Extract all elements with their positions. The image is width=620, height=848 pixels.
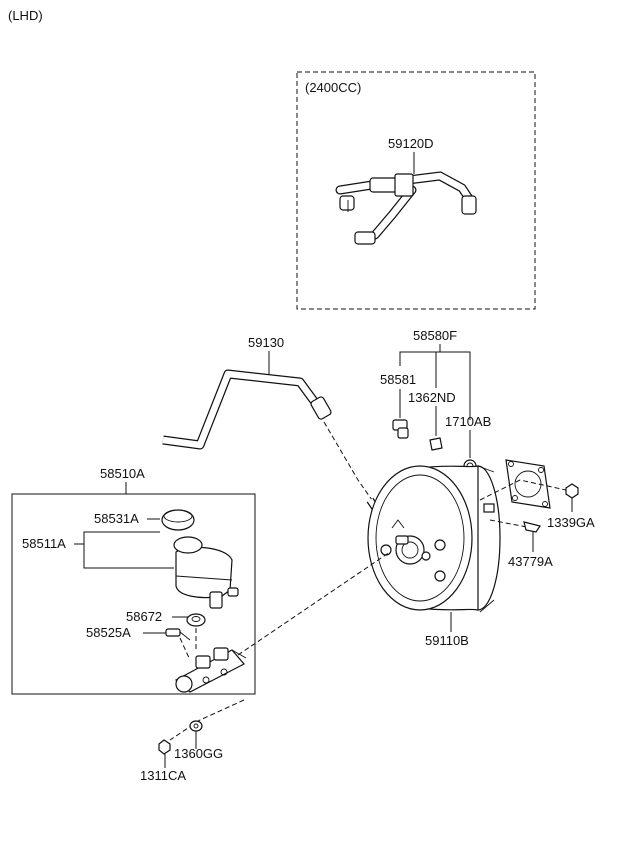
brake-booster-icon	[367, 465, 501, 613]
gasket-plate-icon	[505, 459, 551, 509]
leader-58511A-top	[74, 531, 160, 545]
label-1311CA: 1311CA	[140, 768, 186, 783]
label-1710AB: 1710AB	[445, 414, 491, 429]
inset-title: (2400CC)	[305, 80, 361, 95]
grommet-58672-icon	[186, 613, 206, 627]
label-59110B: 59110B	[425, 633, 469, 648]
label-59120D: 59120D	[388, 136, 434, 151]
fluid-reservoir-icon	[173, 536, 239, 609]
bracket-58580F	[399, 351, 471, 420]
label-1339GA: 1339GA	[547, 515, 595, 530]
nut-1311ca-icon	[158, 739, 171, 755]
cylinder-to-booster-line	[237, 551, 391, 656]
pin-guide-line	[179, 637, 191, 661]
label-58581: 58581	[380, 372, 416, 387]
master-cylinder-icon	[174, 647, 247, 693]
variant-label: (LHD)	[8, 8, 43, 23]
washer-1360gg-icon	[189, 720, 203, 732]
label-1362ND: 1362ND	[408, 390, 456, 405]
inset-2400cc: (2400CC) 59120D	[296, 71, 536, 310]
label-58531A: 58531A	[94, 511, 139, 526]
label-58525A: 58525A	[86, 625, 131, 640]
pin-58581-icon	[392, 419, 409, 439]
pin-58525a-icon	[165, 628, 191, 641]
clevis-pin-43779a-icon	[523, 521, 541, 533]
mount-guide-line-1	[479, 479, 567, 501]
label-1360GG: 1360GG	[174, 746, 223, 761]
label-59130: 59130	[248, 335, 284, 350]
reservoir-cap-icon	[161, 509, 195, 531]
label-58511A: 58511A	[22, 536, 66, 551]
label-58580F: 58580F	[413, 328, 457, 343]
clip-1362nd-icon	[429, 437, 443, 451]
nut-1339ga-icon	[565, 483, 579, 499]
label-58510A: 58510A	[100, 466, 145, 481]
vacuum-hose-59130-icon	[162, 369, 332, 450]
inset-border	[296, 71, 536, 310]
leader-58511A-bottom	[83, 544, 174, 569]
fastener-guide-line	[169, 699, 245, 741]
label-58672: 58672	[126, 609, 162, 624]
label-43779A: 43779A	[508, 554, 553, 569]
master-cylinder-group-box	[11, 493, 256, 695]
vacuum-hose-59120d-icon	[335, 171, 477, 245]
hose-guide-line	[323, 421, 373, 501]
